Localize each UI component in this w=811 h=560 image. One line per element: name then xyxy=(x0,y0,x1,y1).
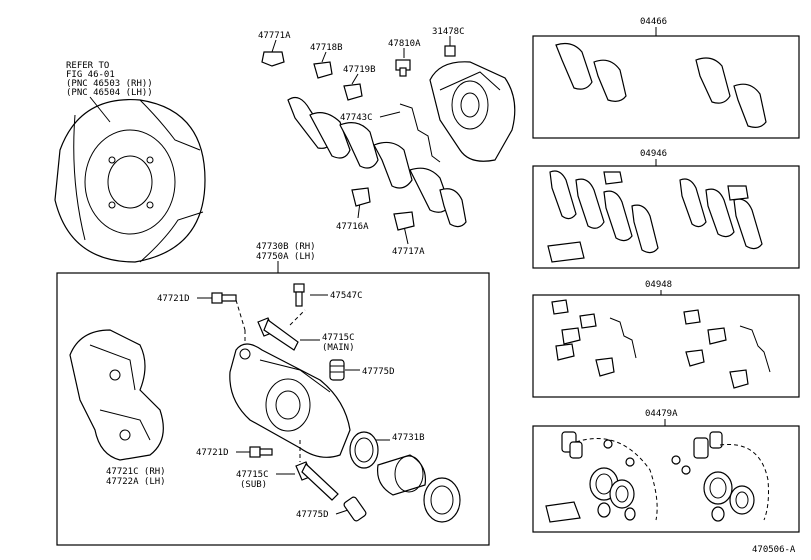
label-47717A: 47717A xyxy=(392,247,425,257)
label-47775D-bottom: 47775D xyxy=(296,510,329,520)
part-47810A-bolt[interactable] xyxy=(395,59,411,77)
part-47547C-bleeder[interactable] xyxy=(293,283,305,307)
caliper-box xyxy=(56,272,490,546)
caliper-assembly-top[interactable] xyxy=(429,61,516,162)
label-47721D-bottom: 47721D xyxy=(196,448,229,458)
refer-note-line2: FIG 46-01 xyxy=(66,70,115,80)
piston[interactable] xyxy=(376,454,427,496)
part-31478C-cap[interactable] xyxy=(444,45,456,57)
kit-04946-shims xyxy=(547,170,763,263)
kit-label-04466: 04466 xyxy=(640,17,667,27)
refer-note-line4: (PNC 46504 (LH)) xyxy=(66,88,153,98)
part-47743C-spring[interactable] xyxy=(399,103,441,163)
part-47715C-sub-pin[interactable] xyxy=(295,461,339,501)
caliper-mounting-bracket[interactable] xyxy=(69,329,164,461)
label-47718B: 47718B xyxy=(310,43,343,53)
part-47775D-boot-bottom[interactable] xyxy=(343,496,367,522)
kit-box-04479A[interactable] xyxy=(532,425,800,533)
caliper-title-lh: 47750A (LH) xyxy=(256,252,316,262)
figure-id: 470506-A xyxy=(752,545,796,555)
part-47716A-clip[interactable] xyxy=(351,187,371,207)
kit-04466-pads xyxy=(555,42,767,128)
label-47715C-main-note: (MAIN) xyxy=(322,343,355,353)
kit-box-04466[interactable] xyxy=(532,35,800,139)
label-47775D-top: 47775D xyxy=(362,367,395,377)
label-47719B: 47719B xyxy=(343,65,376,75)
label-47721C: 47721C (RH) xyxy=(106,467,166,477)
piston-boot[interactable] xyxy=(423,477,461,523)
label-47716A: 47716A xyxy=(336,222,369,232)
label-47715C-sub-note: (SUB) xyxy=(240,480,267,490)
part-47715C-main-pin[interactable] xyxy=(257,317,299,351)
label-47721D-top: 47721D xyxy=(157,294,190,304)
refer-note-line3: (PNC 46503 (RH)) xyxy=(66,79,153,89)
kit-04479A-seals xyxy=(545,431,769,523)
refer-note-line1: REFER TO xyxy=(66,61,109,71)
label-31478C: 31478C xyxy=(432,27,465,37)
kit-04948-clips-springs xyxy=(551,299,771,389)
label-47547C: 47547C xyxy=(330,291,363,301)
kit-label-04946: 04946 xyxy=(640,149,667,159)
kit-label-04479A: 04479A xyxy=(645,409,678,419)
label-47743C: 47743C xyxy=(340,113,373,123)
caliper-title-rh: 47730B (RH) xyxy=(256,242,316,252)
kit-label-04948: 04948 xyxy=(645,280,672,290)
part-47718B-clip[interactable] xyxy=(313,61,333,79)
part-47775D-boot-top[interactable] xyxy=(329,359,345,381)
label-47771A: 47771A xyxy=(258,31,291,41)
label-47810A: 47810A xyxy=(388,39,421,49)
backing-plate[interactable] xyxy=(54,98,206,263)
part-47721D-bolt-bottom[interactable] xyxy=(249,446,273,458)
label-47715C-main: 47715C xyxy=(322,333,355,343)
kit-box-04948[interactable] xyxy=(532,294,800,398)
part-47717A-clip[interactable] xyxy=(393,211,415,231)
part-47721D-bolt-top[interactable] xyxy=(211,292,237,304)
brake-pad-set[interactable] xyxy=(287,97,467,228)
part-47771A-clip[interactable] xyxy=(261,51,285,67)
part-47719B-clip[interactable] xyxy=(343,83,363,101)
label-47731B: 47731B xyxy=(392,433,425,443)
caliper-body[interactable] xyxy=(229,343,351,458)
label-47715C-sub: 47715C xyxy=(236,470,269,480)
label-47722A: 47722A (LH) xyxy=(106,477,166,487)
part-47731B-piston-seal[interactable] xyxy=(349,431,379,469)
kit-box-04946[interactable] xyxy=(532,165,800,269)
